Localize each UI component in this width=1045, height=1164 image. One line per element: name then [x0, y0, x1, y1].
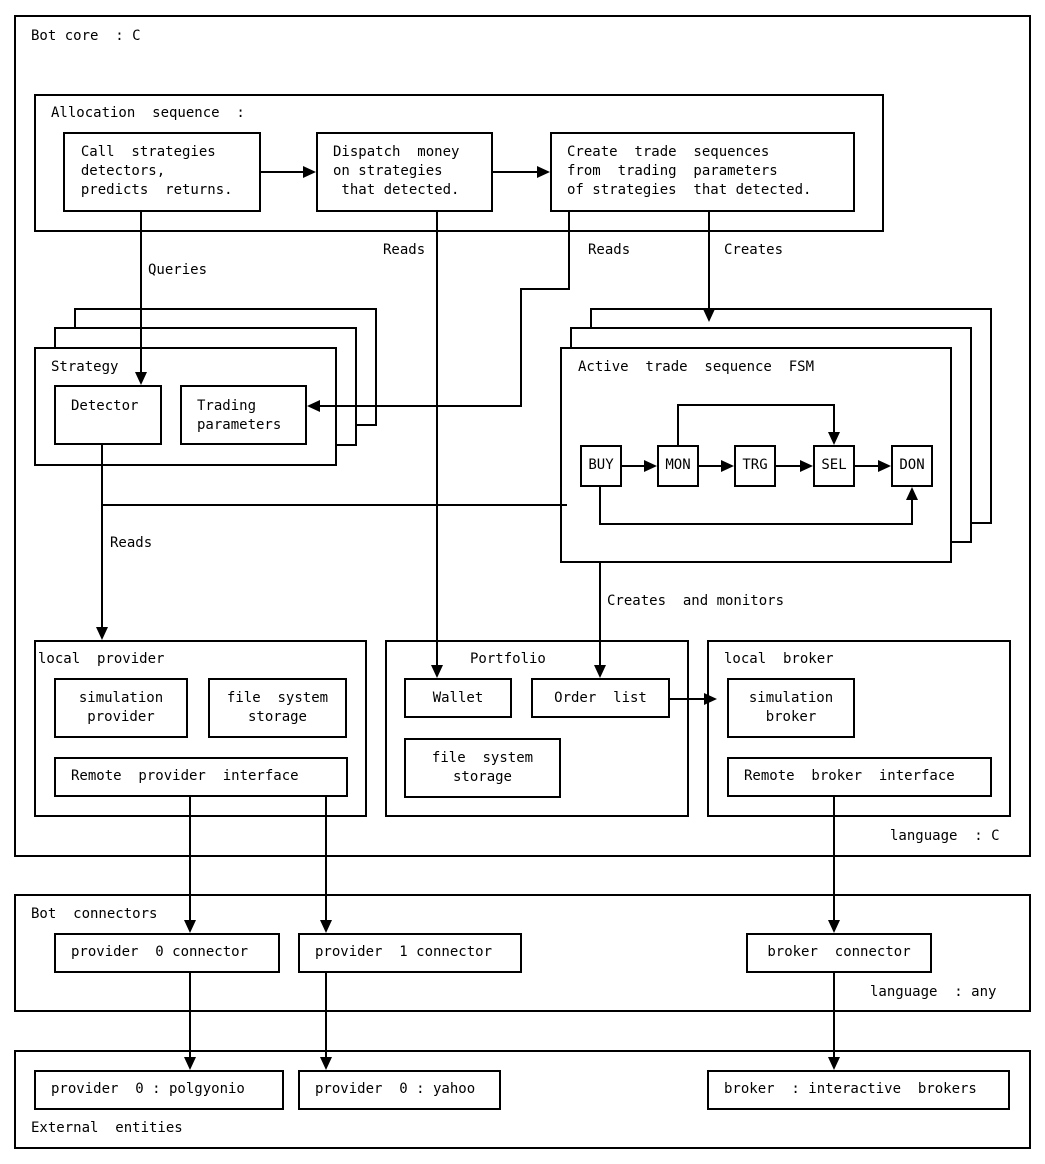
fsm-state-sel-label: SEL [821, 457, 847, 473]
edge-label-queries: Queries [148, 262, 208, 278]
allocation-sequence-title: Allocation sequence : [51, 105, 245, 121]
fsm-state-don-label: DON [899, 457, 925, 473]
edge-label-reads-create: Reads [588, 242, 631, 258]
trading-parameters-box [180, 385, 307, 445]
wallet-box [404, 678, 512, 718]
allocation-step-detect [63, 132, 261, 212]
provider1-connector-label: provider 1 connector [315, 944, 493, 960]
fsm-state-sel [813, 445, 855, 487]
external-entities-title: External entities [31, 1120, 183, 1136]
allocation-step-dispatch [316, 132, 493, 212]
external-broker-label: broker : interactive brokers [724, 1081, 977, 1097]
simulation-broker-label: simulation broker [748, 690, 834, 725]
remote-broker-interface-label: Remote broker interface [744, 768, 955, 784]
wallet-label: Wallet [432, 690, 484, 706]
provider0-connector-label: provider 0 connector [71, 944, 249, 960]
portfolio-title: Portfolio [470, 651, 546, 667]
provider-file-storage-box [208, 678, 347, 738]
simulation-broker-box [727, 678, 855, 738]
portfolio-file-storage-box [404, 738, 561, 798]
allocation-step-detect-text: Call strategies detectors, predicts retu… [80, 144, 233, 198]
allocation-step-create [550, 132, 855, 212]
edge-label-creates: Creates [724, 242, 784, 258]
provider0-connector-box [54, 933, 280, 973]
bot-connectors-title: Bot connectors [31, 906, 158, 922]
remote-provider-interface-label: Remote provider interface [71, 768, 299, 784]
broker-connector-box [746, 933, 932, 973]
external-provider0-box [34, 1070, 284, 1110]
allocation-step-create-text: Create trade sequences from trading para… [567, 144, 812, 198]
fsm-state-don [891, 445, 933, 487]
strategy-title: Strategy [51, 359, 119, 375]
portfolio-file-storage-label: file system storage [431, 750, 534, 785]
simulation-provider-box [54, 678, 188, 738]
broker-connector-label: broker connector [767, 944, 911, 960]
remote-broker-interface-box [727, 757, 992, 797]
bot-core-language: language : C [890, 828, 1000, 844]
external-provider0-label: provider 0 : polgyonio [51, 1081, 245, 1097]
fsm-state-buy [580, 445, 622, 487]
edge-label-reads-provider: Reads [110, 535, 153, 551]
trading-parameters-label: Trading parameters [197, 398, 282, 433]
allocation-step-dispatch-text: Dispatch money on strategies that detect… [333, 144, 460, 198]
order-list-label: Order list [554, 690, 647, 706]
bot-connectors-language: language : any [870, 984, 997, 1000]
local-broker-title: local broker [724, 651, 834, 667]
detector-box [54, 385, 162, 445]
edge-label-reads-dispatch: Reads [383, 242, 426, 258]
bot-core-title: Bot core : C [31, 28, 141, 44]
fsm-state-trg-label: TRG [742, 457, 768, 473]
remote-provider-interface-box [54, 757, 348, 797]
edge-label-creates-monitors: Creates and monitors [607, 593, 785, 609]
fsm-title: Active trade sequence FSM [578, 359, 815, 375]
external-broker-box [707, 1070, 1010, 1110]
provider1-connector-box [298, 933, 522, 973]
fsm-state-mon [657, 445, 699, 487]
fsm-state-buy-label: BUY [588, 457, 614, 473]
external-provider1-box [298, 1070, 501, 1110]
order-list-box [531, 678, 670, 718]
provider-file-storage-label: file system storage [226, 690, 329, 725]
external-provider1-label: provider 0 : yahoo [315, 1081, 476, 1097]
simulation-provider-label: simulation provider [78, 690, 164, 725]
fsm-state-mon-label: MON [665, 457, 691, 473]
fsm-state-trg [734, 445, 776, 487]
local-provider-title: local provider [38, 651, 165, 667]
detector-label: Detector [71, 398, 139, 414]
